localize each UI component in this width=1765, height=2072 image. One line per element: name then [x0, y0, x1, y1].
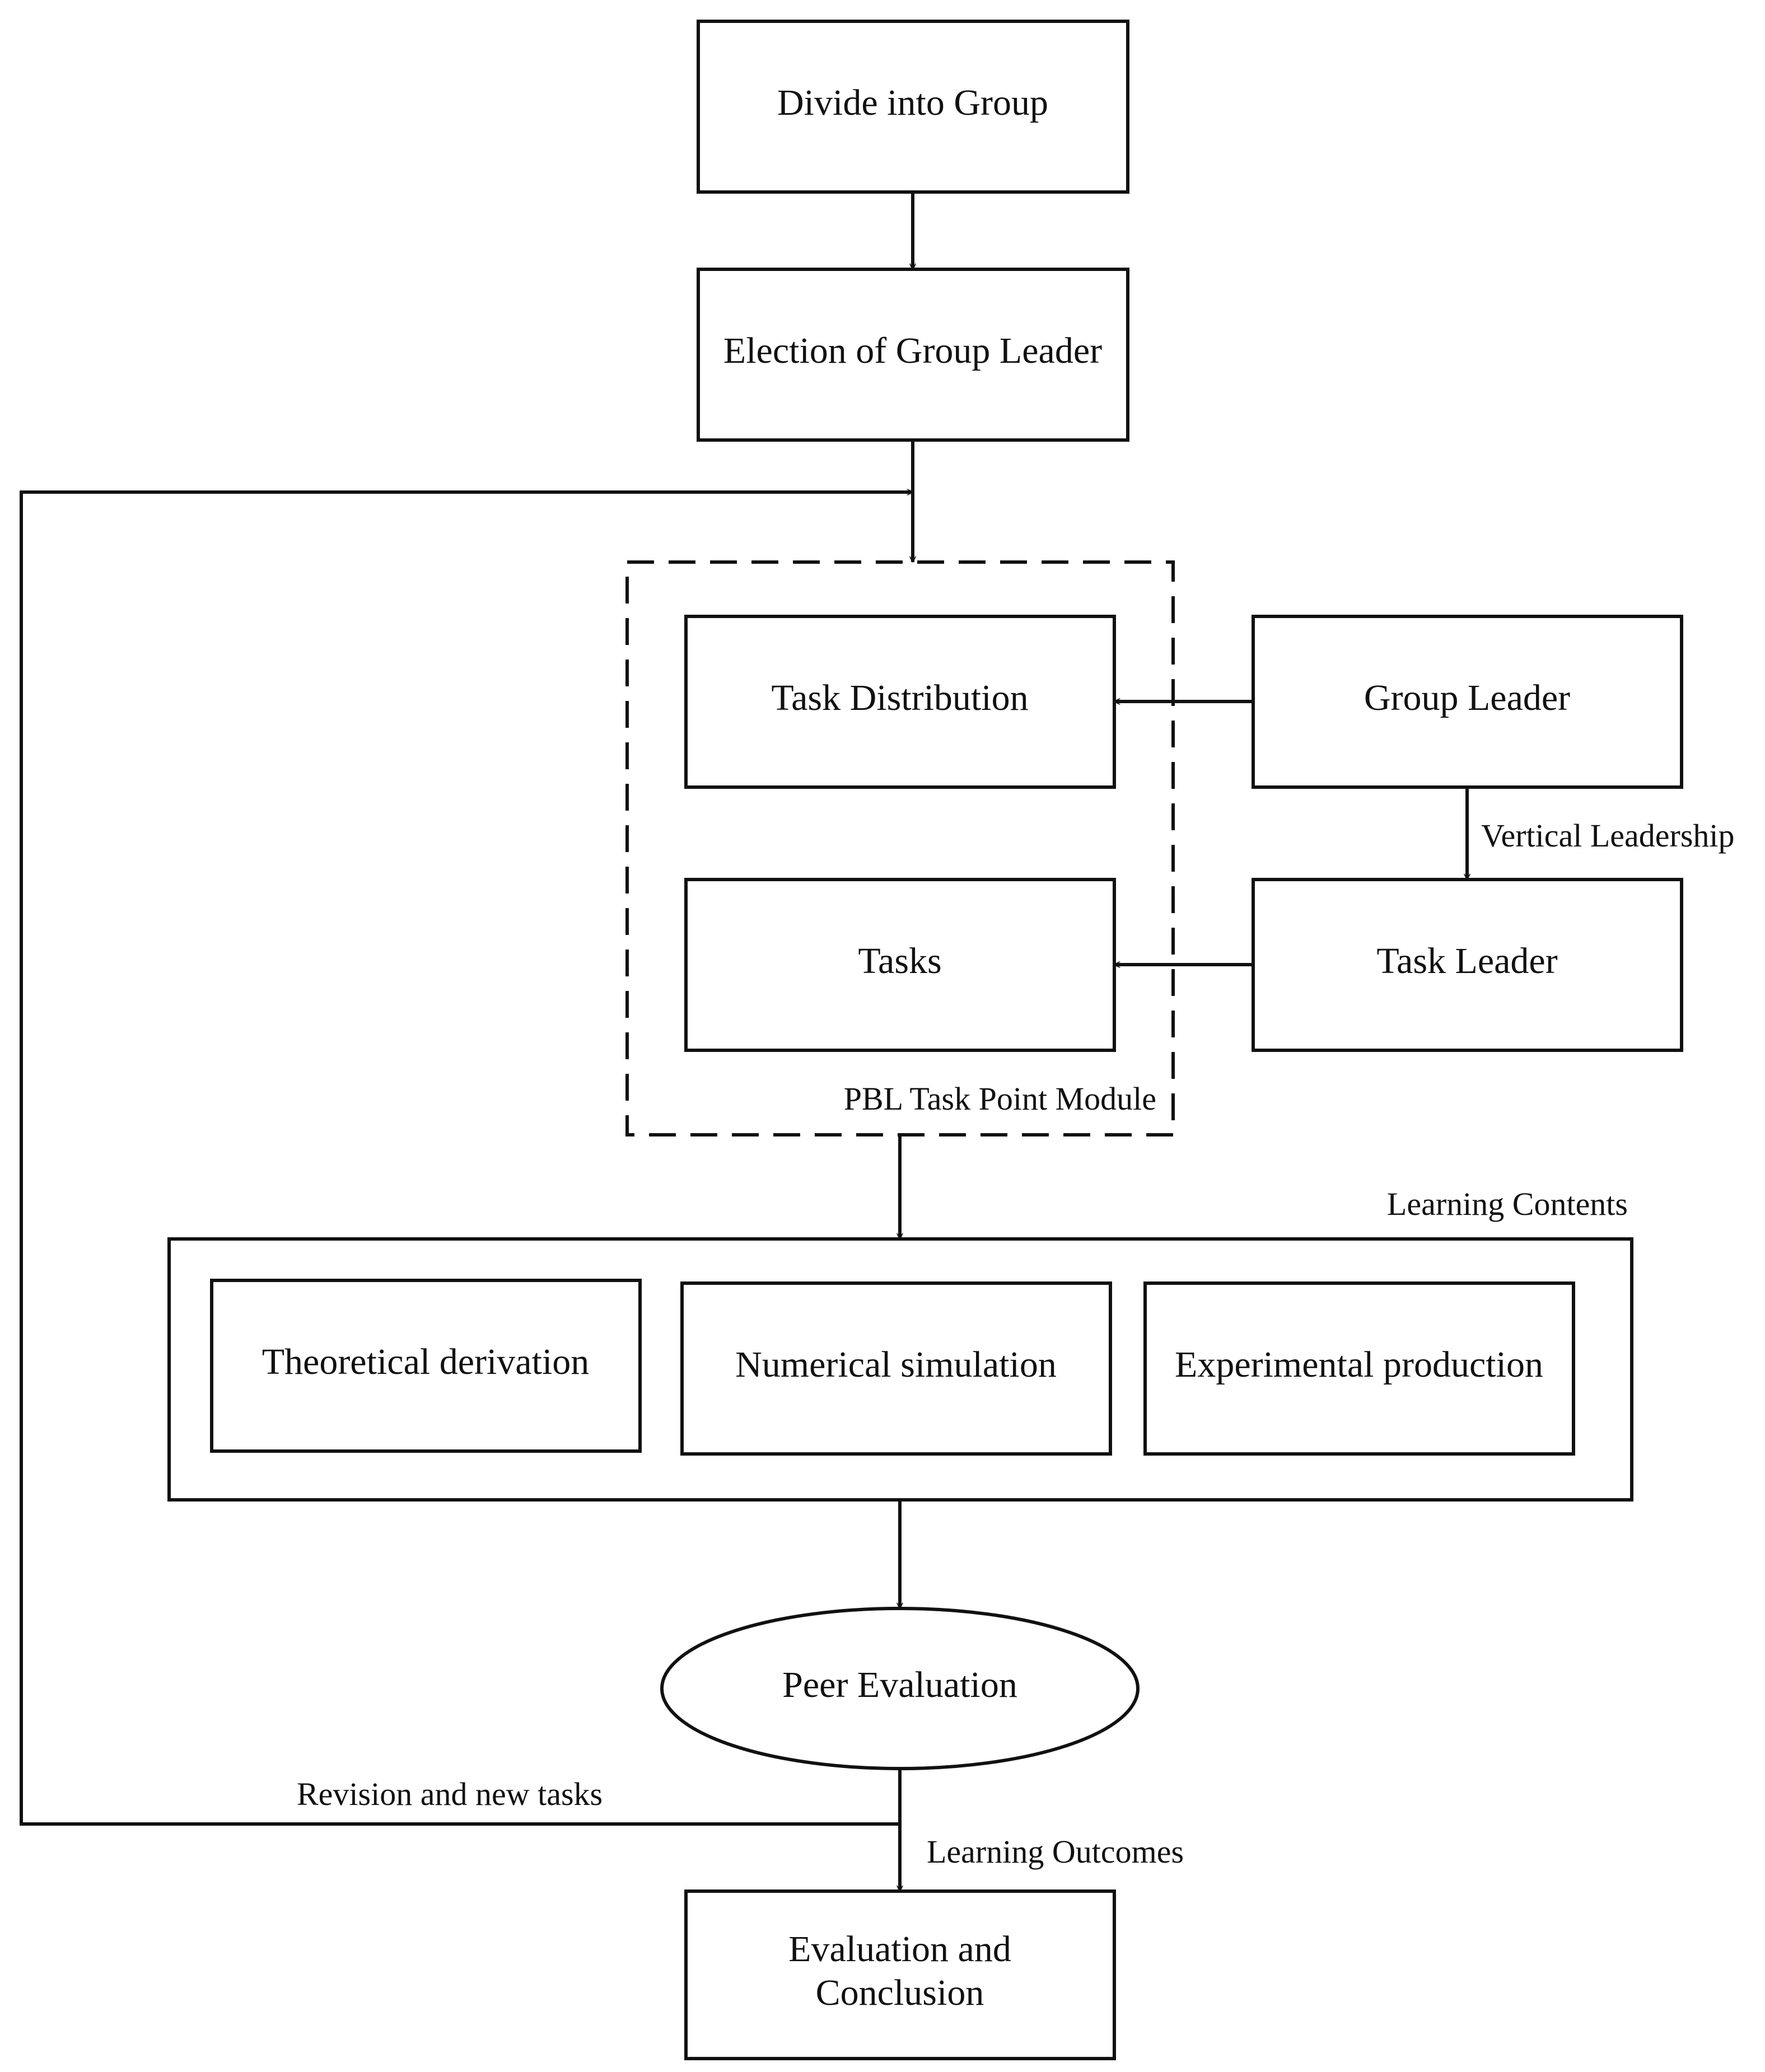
- numerical-simulation-node: Numerical simulation: [680, 1281, 1112, 1456]
- revision-and-new-tasks-label: Revision and new tasks: [297, 1776, 603, 1812]
- task-leader-label: Task Leader: [1376, 941, 1557, 981]
- divide-into-group-node: Divide into Group: [697, 20, 1129, 194]
- evaluation-and-conclusion-line1: Evaluation and: [788, 1929, 1011, 1970]
- evaluation-and-conclusion-line2: Conclusion: [816, 1972, 984, 2013]
- peer-evaluation-node: Peer Evaluation: [660, 1607, 1140, 1770]
- group-leader-node: Group Leader: [1252, 615, 1683, 789]
- peer-evaluation-label: Peer Evaluation: [782, 1664, 1017, 1705]
- feedback-loop-revision: [20, 492, 913, 1826]
- theoretical-derivation-label: Theoretical derivation: [262, 1341, 590, 1382]
- tasks-node: Tasks: [684, 878, 1116, 1052]
- election-of-group-leader-node: Election of Group Leader: [697, 268, 1129, 442]
- experimental-production-node: Experimental production: [1143, 1281, 1575, 1456]
- task-distribution-label: Task Distribution: [771, 677, 1028, 718]
- theoretical-derivation-node: Theoretical derivation: [210, 1279, 642, 1453]
- divide-into-group-label: Divide into Group: [777, 82, 1048, 123]
- task-distribution-node: Task Distribution: [684, 615, 1116, 789]
- election-of-group-leader-label: Election of Group Leader: [723, 330, 1102, 371]
- tasks-label: Tasks: [858, 941, 941, 981]
- numerical-simulation-label: Numerical simulation: [735, 1344, 1057, 1385]
- learning-contents-label: Learning Contents: [1387, 1186, 1628, 1222]
- pbl-task-point-module-label: PBL Task Point Module: [844, 1081, 1156, 1117]
- vertical-leadership-label: Vertical Leadership: [1481, 817, 1735, 854]
- learning-outcomes-label: Learning Outcomes: [927, 1834, 1184, 1870]
- evaluation-and-conclusion-node: Evaluation and Conclusion: [684, 1889, 1116, 2060]
- experimental-production-label: Experimental production: [1175, 1344, 1543, 1385]
- task-leader-node: Task Leader: [1252, 878, 1683, 1052]
- group-leader-label: Group Leader: [1364, 677, 1570, 718]
